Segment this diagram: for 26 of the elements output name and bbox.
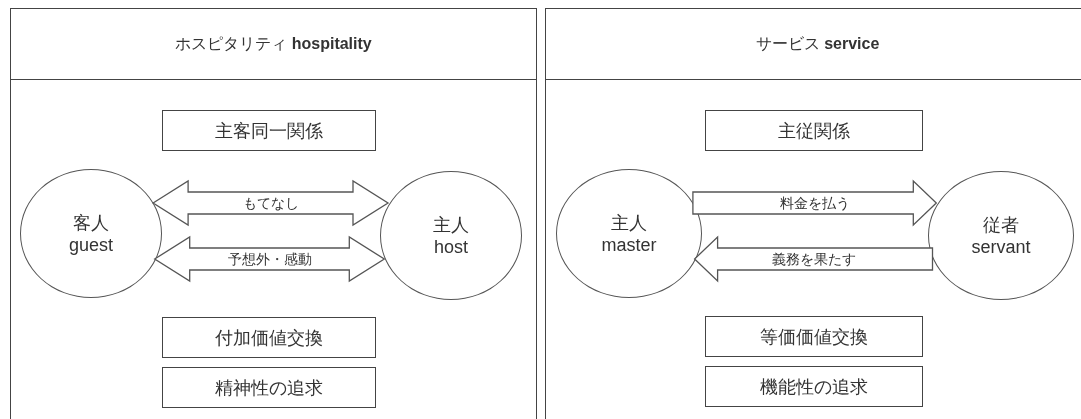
panel-title: ホスピタリティ hospitality <box>175 33 372 54</box>
node-label: 主人 <box>611 211 647 234</box>
node-label: 主従関係 <box>778 119 850 142</box>
node-label: master <box>601 233 657 256</box>
concept-box <box>705 366 923 407</box>
concept-box <box>162 110 376 151</box>
node-label: 等価価値交換 <box>760 325 868 348</box>
edge-label: 予想外・感動 <box>226 251 313 267</box>
node-label: 客人 <box>73 211 109 234</box>
panel <box>10 8 537 419</box>
node-label: 付加価値交換 <box>215 326 323 349</box>
node-label: 精神性の追求 <box>215 376 323 399</box>
panel-title: サービス service <box>755 33 880 54</box>
concept-box <box>705 316 923 357</box>
node-label: servant <box>971 235 1031 258</box>
concept-box <box>162 317 376 358</box>
edge-label: 義務を果たす <box>770 251 857 267</box>
concept-box <box>705 110 923 151</box>
node-label: guest <box>68 233 113 256</box>
node-label: 従者 <box>983 213 1019 236</box>
panel <box>545 8 1081 419</box>
node-label: 機能性の追求 <box>760 375 868 398</box>
node-label: host <box>434 235 468 258</box>
node-label: 主客同一関係 <box>215 119 323 142</box>
node-label: 主人 <box>433 213 469 236</box>
concept-box <box>162 367 376 408</box>
